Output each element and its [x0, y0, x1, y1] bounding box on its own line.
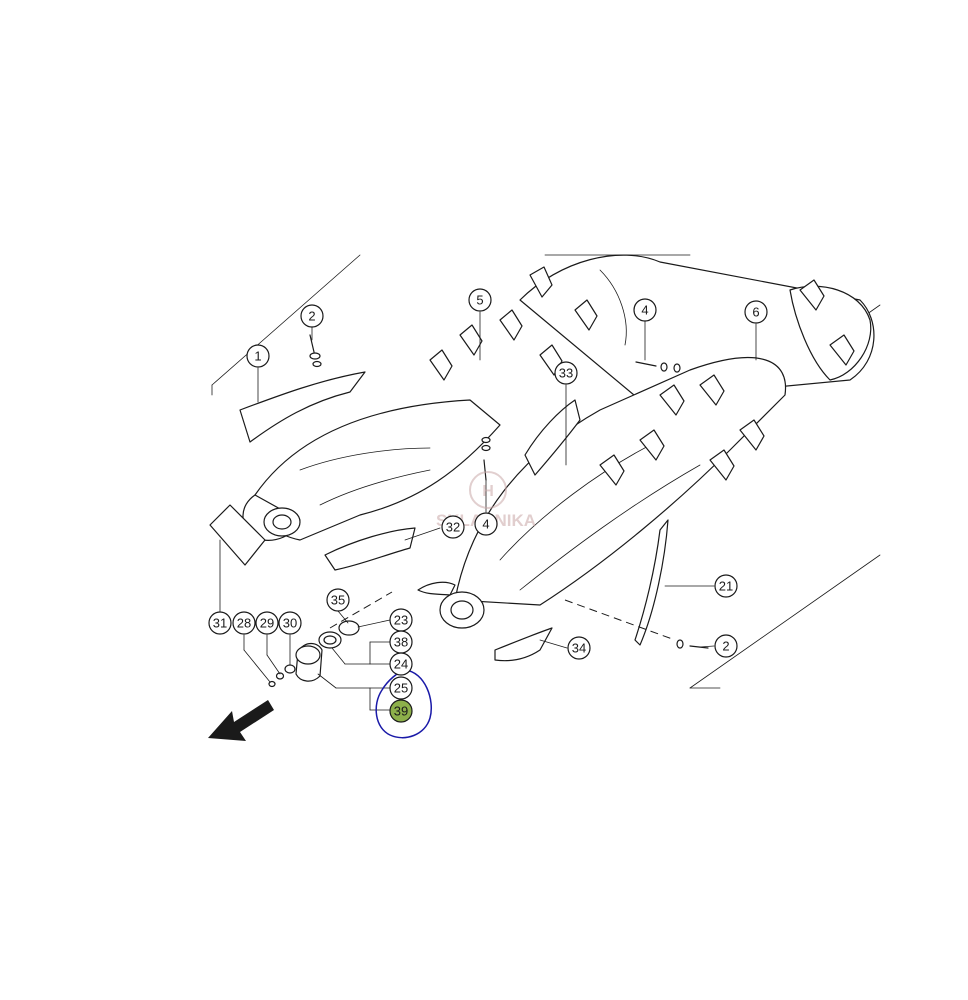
callout-6: 6 [744, 300, 768, 324]
callout-32: 32 [441, 515, 465, 539]
svg-text:28: 28 [237, 616, 251, 631]
right-auger-flight [417, 279, 855, 662]
callout-31: 31 [208, 611, 232, 635]
svg-text:35: 35 [331, 593, 345, 608]
svg-text:32: 32 [446, 520, 460, 535]
assembly-axis-lines [329, 591, 676, 641]
svg-text:1: 1 [254, 349, 261, 364]
svg-text:5: 5 [476, 293, 483, 308]
svg-text:34: 34 [572, 641, 586, 656]
svg-text:2: 2 [308, 309, 315, 324]
callout-2-top: 2 [300, 304, 324, 328]
svg-text:21: 21 [719, 579, 733, 594]
callout-33: 33 [554, 361, 578, 385]
svg-text:24: 24 [394, 657, 408, 672]
callout-5: 5 [468, 288, 492, 312]
callout-35: 35 [326, 588, 350, 612]
svg-text:6: 6 [752, 305, 759, 320]
callout-39-highlighted: 39 [389, 699, 413, 723]
callout-34: 34 [567, 636, 591, 660]
callout-4-mid: 4 [474, 512, 498, 536]
svg-text:30: 30 [283, 616, 297, 631]
left-auger-flight [209, 266, 598, 571]
callout-21: 21 [714, 574, 738, 598]
direction-arrow-icon [208, 700, 274, 741]
highlight-ring [375, 669, 432, 739]
callout-2-bottom: 2 [714, 634, 738, 658]
svg-text:38: 38 [394, 635, 408, 650]
svg-text:39: 39 [394, 704, 408, 719]
watermark-logo-letter: H [482, 483, 494, 500]
watermark-logo-icon [469, 471, 507, 509]
callout-38: 38 [389, 630, 413, 654]
leader-lines [219, 311, 757, 711]
callout-1: 1 [246, 344, 270, 368]
callout-4-top: 4 [633, 298, 657, 322]
svg-text:33: 33 [559, 366, 573, 381]
svg-text:29: 29 [260, 616, 274, 631]
svg-text:4: 4 [482, 517, 489, 532]
svg-text:25: 25 [394, 681, 408, 696]
callout-28: 28 [232, 611, 256, 635]
svg-text:2: 2 [722, 639, 729, 654]
svg-text:4: 4 [641, 303, 648, 318]
callout-29: 29 [255, 611, 279, 635]
svg-text:31: 31 [213, 616, 227, 631]
callout-24: 24 [389, 652, 413, 676]
callout-30: 30 [278, 611, 302, 635]
callout-23: 23 [389, 608, 413, 632]
svg-text:23: 23 [394, 613, 408, 628]
callout-25: 25 [389, 676, 413, 700]
